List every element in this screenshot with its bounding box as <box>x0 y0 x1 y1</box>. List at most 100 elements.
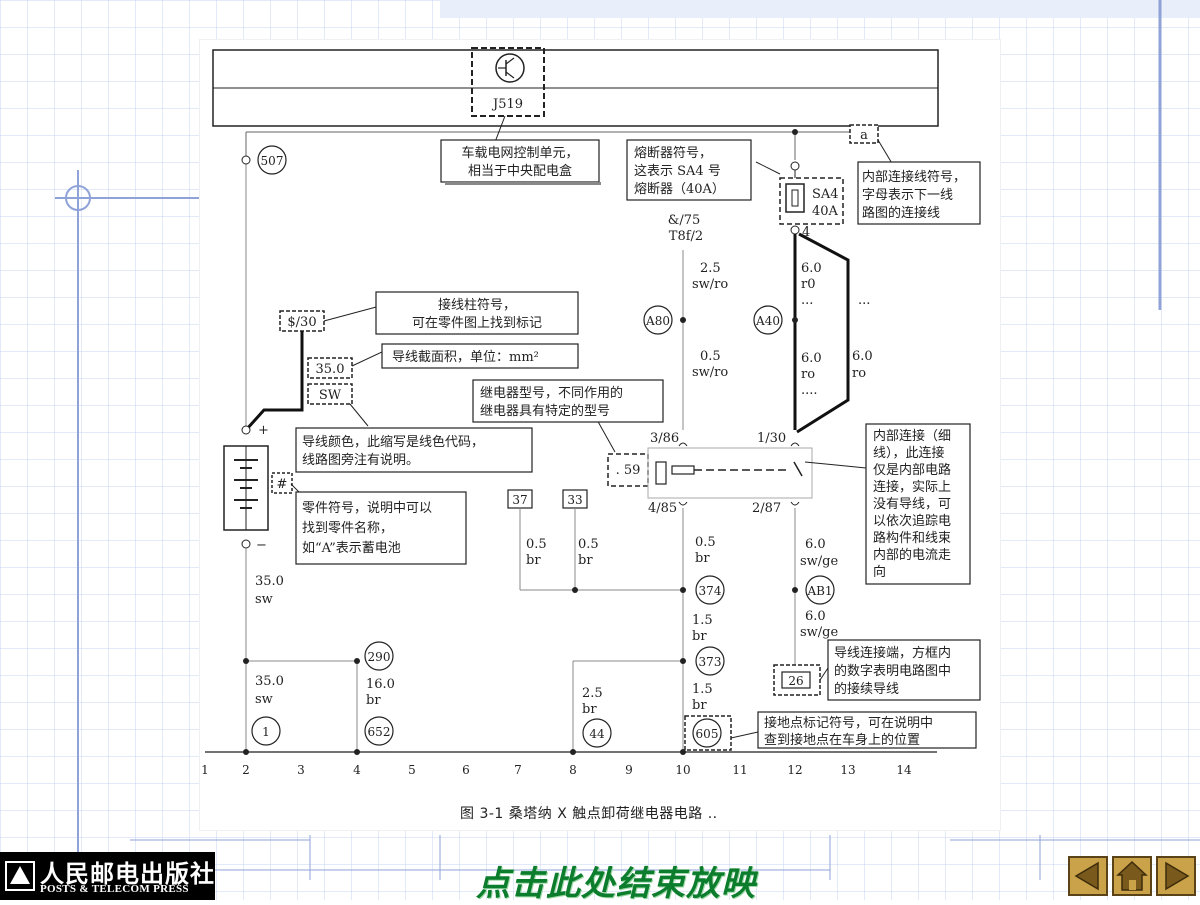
grid-number: 5 <box>408 763 416 777</box>
arrow-left-icon <box>1074 861 1099 891</box>
svg-text:导线截面积，单位：mm²: 导线截面积，单位：mm² <box>392 350 539 365</box>
svg-text:290: 290 <box>368 650 391 664</box>
relay-coil-icon <box>655 461 667 485</box>
svg-text:br: br <box>366 693 381 708</box>
grid-number: 10 <box>675 763 690 777</box>
transistor-icon <box>495 53 525 83</box>
svg-text:0.5: 0.5 <box>526 537 547 552</box>
svg-text:线路图旁注有说明。: 线路图旁注有说明。 <box>302 452 419 468</box>
svg-text:605: 605 <box>696 727 719 741</box>
svg-text:仅是内部电路: 仅是内部电路 <box>873 462 951 478</box>
wire-color-box <box>307 383 353 405</box>
figure-caption: 图 3-1 桑塔纳 X 触点卸荷继电器电路 .. <box>460 806 718 822</box>
next-slide-button[interactable] <box>1156 856 1196 896</box>
circle-373 <box>695 646 725 676</box>
svg-text:44: 44 <box>589 727 605 741</box>
svg-text:继电器具有特定的型号: 继电器具有特定的型号 <box>480 403 610 419</box>
svg-text:16.0: 16.0 <box>366 677 395 692</box>
svg-text:的接续导线: 的接续导线 <box>834 681 899 697</box>
svg-text:的数字表明电路图中: 的数字表明电路图中 <box>834 663 951 679</box>
svg-text:内部连接线符号，: 内部连接线符号， <box>862 169 966 185</box>
svg-text:...: ... <box>858 293 870 308</box>
svg-text:1.5: 1.5 <box>692 682 713 697</box>
svg-text:0.5: 0.5 <box>700 349 721 364</box>
svg-text:ro: ro <box>801 367 815 382</box>
end-slideshow-link[interactable]: 点击此处结束放映 <box>476 864 756 904</box>
svg-text:查到接地点在车身上的位置: 查到接地点在车身上的位置 <box>764 732 920 748</box>
circle-507-label: 507 <box>261 154 284 168</box>
callout-internal: 内部连接（细 线），此连接 仅是内部电路 连接，实际上 没有导线，可 以依次追踪… <box>865 423 971 585</box>
prev-slide-button[interactable] <box>1068 856 1108 896</box>
fuse-label: SA4 <box>812 187 839 202</box>
svg-text:6.0: 6.0 <box>852 349 873 364</box>
callout-part-symbol: 零件符号，说明中可以 找到零件名称， 如“A”表示蓄电池 <box>295 491 467 565</box>
relay-type-label: . 59 <box>616 463 641 478</box>
svg-text:0.5: 0.5 <box>578 537 599 552</box>
circle-ab1 <box>805 575 835 605</box>
grid-number: 12 <box>787 763 802 777</box>
svg-text:....: .... <box>801 383 818 398</box>
relay-pin-386: 3/86 <box>650 431 679 446</box>
grid-number: 2 <box>242 763 250 777</box>
publisher-name-en: POSTS & TELECOM PRESS <box>40 883 189 895</box>
svg-text:br: br <box>582 702 597 717</box>
svg-text:6.0: 6.0 <box>801 351 822 366</box>
grid-number: 11 <box>732 763 747 777</box>
svg-text:A80: A80 <box>645 314 670 328</box>
circle-a40 <box>753 305 783 335</box>
svg-text:br: br <box>695 551 710 566</box>
part-symbol-label: # <box>277 477 288 492</box>
part-symbol-box <box>271 472 293 494</box>
svg-text:2.5: 2.5 <box>582 686 603 701</box>
callout-wire-color: 导线颜色，此缩写是线色代码， 线路图旁注有说明。 <box>295 427 533 473</box>
relay-pin-130: 1/30 <box>757 431 786 446</box>
svg-text:内部的电流走: 内部的电流走 <box>873 547 951 563</box>
svg-text:找到零件名称，: 找到零件名称， <box>302 520 393 536</box>
grid-number: 8 <box>569 763 577 777</box>
callout-plug: 导线连接端，方框内 的数字表明电路图中 的接续导线 <box>827 639 981 701</box>
publisher-logo: 人民邮电出版社 POSTS & TELECOM PRESS <box>0 852 215 900</box>
callout-relay-type: 继电器型号，不同作用的 继电器具有特定的型号 <box>472 379 664 423</box>
terminal-530-label: $/30 <box>287 315 316 330</box>
circle-507 <box>257 145 287 175</box>
svg-text:向: 向 <box>873 564 886 580</box>
svg-text:AB1: AB1 <box>806 584 832 598</box>
wire-color-label: SW <box>319 388 342 403</box>
svg-text:线），此连接: 线），此连接 <box>873 445 945 461</box>
svg-text:sw: sw <box>255 692 273 707</box>
svg-text:继电器型号，不同作用的: 继电器型号，不同作用的 <box>480 385 623 401</box>
circle-374 <box>695 575 725 605</box>
grid-number: 14 <box>896 763 912 777</box>
relay-type-box <box>607 453 649 487</box>
svg-text:35.0: 35.0 <box>255 574 284 589</box>
circle-1 <box>251 716 281 746</box>
callout-module: 车载电网控制单元， 相当于中央配电盒 <box>440 139 601 185</box>
circle-290 <box>364 641 394 671</box>
circle-605 <box>692 718 722 748</box>
svg-text:可在零件图上找到标记: 可在零件图上找到标记 <box>412 316 542 331</box>
svg-text:路构件和线束: 路构件和线束 <box>873 530 951 546</box>
fuse-rating: 40A <box>812 204 839 219</box>
svg-text:6.0: 6.0 <box>805 609 826 624</box>
svg-text:字母表示下一线: 字母表示下一线 <box>862 188 953 203</box>
svg-text:接线柱符号，: 接线柱符号， <box>438 297 516 313</box>
module-dashed-frame <box>471 47 545 117</box>
svg-text:sw: sw <box>255 592 273 607</box>
callout-ground: 接地点标记符号，可在说明中 查到接地点在车身上的位置 <box>757 711 977 749</box>
relay-frame <box>647 447 813 499</box>
svg-text:...: ... <box>801 293 813 308</box>
svg-text:A40: A40 <box>755 314 780 328</box>
circle-a80 <box>643 305 673 335</box>
relay-pin-485: 4/85 <box>648 501 677 516</box>
wire-size-label: 35.0 <box>316 362 345 377</box>
svg-text:导线连接端，方框内: 导线连接端，方框内 <box>834 645 951 661</box>
svg-text:相当于中央配电盒: 相当于中央配电盒 <box>468 163 572 179</box>
svg-text:br: br <box>692 698 707 713</box>
wire-size-box <box>307 357 353 379</box>
svg-text:652: 652 <box>368 725 391 739</box>
home-button[interactable] <box>1112 856 1152 896</box>
svg-text:路图的连接线: 路图的连接线 <box>862 205 940 221</box>
svg-text:没有导线，可: 没有导线，可 <box>873 497 951 512</box>
svg-text:车载电网控制单元，: 车载电网控制单元， <box>461 145 578 161</box>
